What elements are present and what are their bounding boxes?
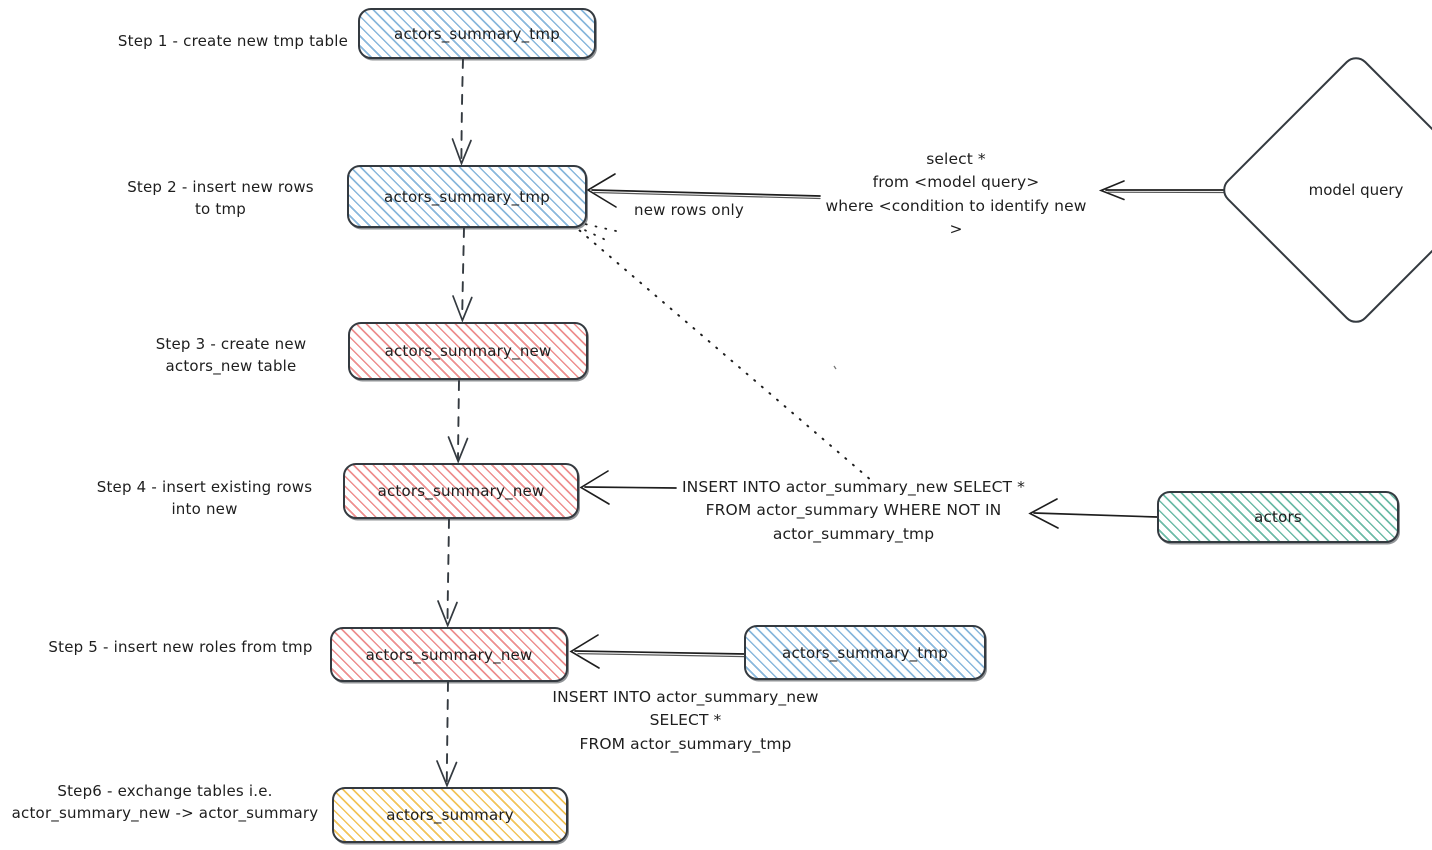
flow-arrow-step4-step5 xyxy=(437,518,458,628)
node-model-query[interactable]: model query xyxy=(1217,51,1432,329)
step-label-4: Step 4 - insert existing rows into new xyxy=(96,478,313,518)
node-label: actors_summary_new xyxy=(365,645,533,664)
node-label: model query xyxy=(1308,181,1404,199)
step-label-3: Step 3 - create new actors_new table xyxy=(155,335,307,375)
node-actors-source[interactable]: actors xyxy=(1157,491,1399,543)
step-label-6: Step6 - exchange tables i.e. actor_summa… xyxy=(11,782,319,822)
node-actors-summary-tmp-step1[interactable]: actors_summary_tmp xyxy=(358,8,596,59)
step-label-5: Step 5 - insert new roles from tmp xyxy=(48,638,313,656)
stray-mark xyxy=(833,365,837,370)
node-label: actors_summary xyxy=(386,806,514,824)
dotted-link-tmp2-to-step4 xyxy=(571,221,873,482)
flow-arrow-step2-step3 xyxy=(452,227,473,323)
node-actors-summary-tmp-step2[interactable]: actors_summary_tmp xyxy=(347,165,587,228)
flow-arrow-step5-step6 xyxy=(436,681,458,788)
flow-arrow-step3-step4 xyxy=(447,380,469,464)
node-actors-summary-new-step4[interactable]: actors_summary_new xyxy=(343,463,579,519)
annotation-model-query-sql: select * from <model query> where <condi… xyxy=(825,150,1087,238)
node-label: actors_summary_tmp xyxy=(782,643,948,662)
node-label: actors_summary_tmp xyxy=(384,187,550,206)
node-label: actors_summary_new xyxy=(377,482,545,500)
annotation-insert-new-roles-sql: INSERT INTO actor_summary_new SELECT * F… xyxy=(552,688,819,753)
arrow-actors-to-sql xyxy=(1028,498,1158,529)
node-actors-summary-tmp-source[interactable]: actors_summary_tmp xyxy=(744,625,986,680)
flow-arrow-step1-step2 xyxy=(451,58,472,166)
step-label-2: Step 2 - insert new rows to tmp xyxy=(127,178,314,218)
step-label-1: Step 1 - create new tmp table xyxy=(117,32,349,50)
arrow-sql-to-tmp2 xyxy=(586,173,821,208)
arrow-sql-to-new4 xyxy=(579,470,677,505)
node-label: actors_summary_tmp xyxy=(394,24,560,43)
annotation-new-rows-only: new rows only xyxy=(634,201,744,219)
node-actors-summary-step6[interactable]: actors_summary xyxy=(332,787,568,843)
node-actors-summary-new-step5[interactable]: actors_summary_new xyxy=(330,627,568,682)
node-label: actors xyxy=(1254,508,1302,526)
annotation-insert-existing-sql: INSERT INTO actor_summary_new SELECT * F… xyxy=(682,478,1025,543)
node-label: actors_summary_new xyxy=(384,342,552,360)
arrow-tmpside-to-new5 xyxy=(569,634,746,669)
node-actors-summary-new-step3[interactable]: actors_summary_new xyxy=(348,322,588,380)
